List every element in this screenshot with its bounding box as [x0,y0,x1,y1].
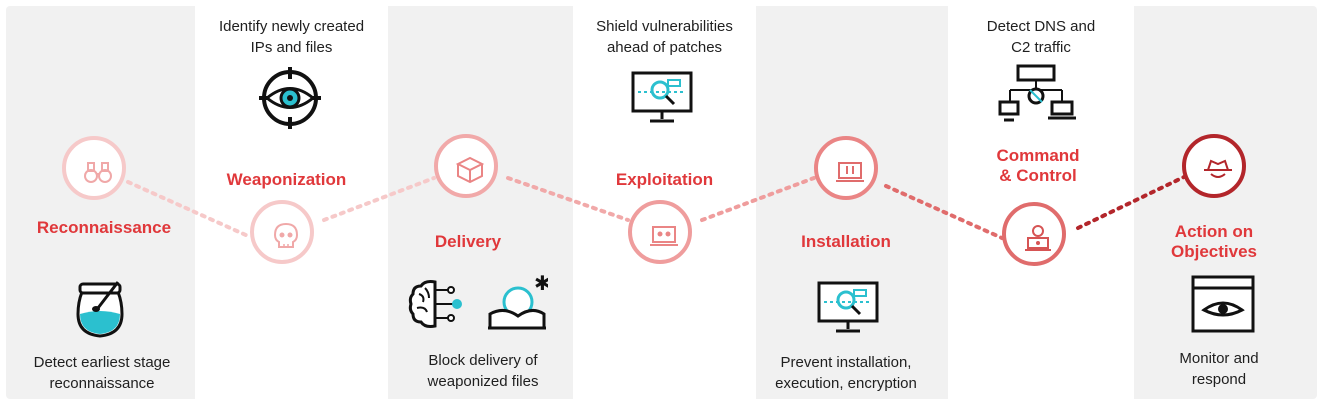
svg-text:✱: ✱ [534,272,548,295]
caption-installation: Prevent installation, execution, encrypt… [775,354,917,392]
caption-weaponization: Identify newly created IPs and files [218,18,365,56]
connector-6 [1076,174,1188,230]
stage-label-reconnaissance: Reconnaissance [36,218,172,237]
stage-label-delivery: Delivery [434,232,502,251]
stage-label-weaponization: Weaponization [226,170,347,189]
binoculars-icon [84,162,112,183]
hacker-laptop-icon [1025,225,1051,251]
laptop-skull-icon [650,226,678,246]
stage-circle-reconnaissance [62,136,126,200]
brain-circuit-icon [407,278,465,335]
spy-icon [1204,159,1232,178]
stage-circle-action-on-objectives [1182,134,1246,198]
connector-3 [506,176,630,222]
connector-2 [322,176,436,222]
skull-icon [273,222,299,248]
stage-circle-weaponization [250,200,314,264]
stage-circle-delivery [434,134,498,198]
connector-4 [700,176,816,222]
eye-target-icon [259,67,321,134]
caption-action-on-objectives: Monitor and respond [1179,350,1259,388]
network-diagram-icon [996,62,1076,129]
stage-label-installation: Installation [801,232,891,251]
kill-chain-diagram: Reconnaissance Detect earliest stage rec… [6,6,1317,399]
honeypot-icon [72,278,128,345]
laptop-icon [836,162,864,182]
stage-circle-installation [814,136,878,200]
stage-label-exploitation: Exploitation [615,170,714,189]
connector-5 [884,184,1004,240]
caption-delivery: Block delivery of weaponized files [427,352,539,390]
monitor-magnifier-icon [630,70,694,129]
stage-circle-exploitation [628,200,692,264]
stage-label-action-on-objectives: Action on Objectives [1171,222,1257,261]
stage-circle-command-control [1002,202,1066,266]
sandbox-icon: ✱ [486,271,551,335]
monitor-magnifier-icon [816,280,880,339]
connector-lines [126,174,1188,240]
caption-command-control: Detect DNS and C2 traffic [986,18,1096,56]
connector-1 [126,180,250,238]
caption-exploitation: Shield vulnerabilities ahead of patches [596,18,733,56]
stage-label-command-control: Command & Control [996,146,1080,185]
box-icon [455,156,485,184]
caption-reconnaissance: Detect earliest stage reconnaissance [33,354,171,392]
window-eye-icon [1190,274,1256,339]
